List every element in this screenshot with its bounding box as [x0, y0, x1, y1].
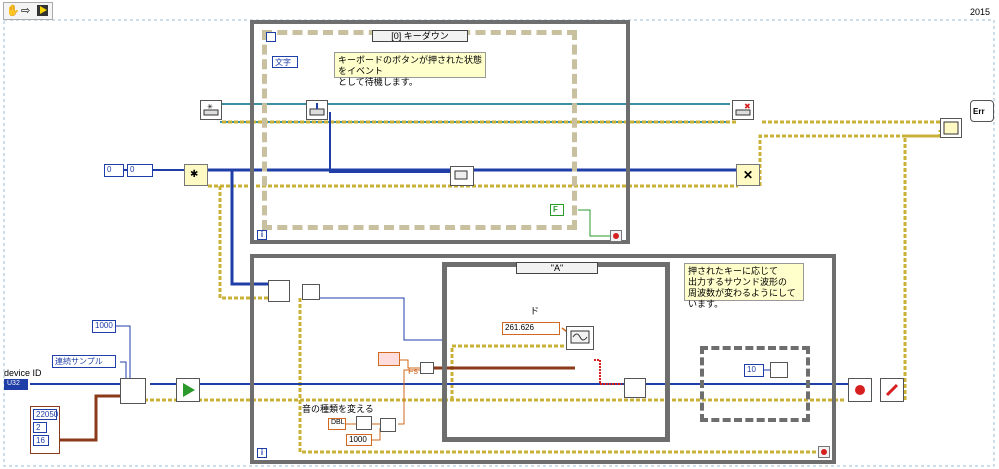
buffer-size-constant[interactable]: 1000 — [92, 320, 116, 333]
close-icon: ✖ — [735, 102, 751, 116]
sound-write-vi[interactable] — [450, 166, 474, 186]
channels-field[interactable]: 2 — [33, 422, 47, 433]
sample-rate-field[interactable]: 22050 — [33, 409, 58, 420]
sine-icon — [570, 330, 590, 344]
false-constant: F — [550, 204, 564, 216]
sound-output-stop-vi[interactable] — [848, 378, 872, 402]
fs-label: Fs — [408, 366, 418, 376]
note-frequency-constant[interactable]: 261.626 — [502, 322, 560, 335]
sine-generator-vi[interactable] — [566, 326, 594, 350]
config-icon: ✱ — [190, 169, 198, 180]
main-iteration-terminal: i — [257, 448, 267, 458]
sound-data-wire — [594, 359, 622, 385]
bits-field[interactable]: 16 — [33, 435, 49, 446]
main-while-loop[interactable] — [250, 254, 836, 464]
error-wire-case — [450, 344, 575, 400]
stop-record-icon — [855, 385, 865, 395]
toolbar: ✋ ⇨ — [3, 2, 53, 20]
buffer-wire — [112, 325, 131, 380]
mult-wire — [398, 369, 420, 425]
main-loop-stop-icon[interactable] — [818, 446, 830, 458]
error-wire-bottom — [298, 298, 822, 454]
fs-wire — [398, 359, 420, 369]
flat-sequence[interactable] — [700, 346, 810, 422]
merge-errors-vi[interactable] — [940, 118, 962, 138]
wait-ms-node[interactable] — [770, 362, 788, 378]
multiplier-constant[interactable]: 1000 — [346, 434, 372, 446]
increment-node[interactable] — [356, 416, 372, 430]
error-handler-vi[interactable]: Err — [970, 100, 994, 122]
clear-icon: ✕ — [743, 168, 753, 182]
write-icon — [454, 170, 468, 180]
merge-icon — [943, 121, 959, 135]
event-iteration-terminal: i — [257, 230, 267, 240]
event-while-loop[interactable] — [250, 20, 630, 244]
sound-output-clear-vi[interactable] — [880, 378, 904, 402]
wait-constant[interactable]: 10 — [744, 364, 764, 377]
sound-config-vi[interactable]: ✱ — [184, 164, 208, 186]
sound-read-vi[interactable] — [268, 280, 290, 302]
const-wire — [372, 428, 381, 441]
svg-text:✱: ✱ — [190, 169, 198, 180]
sample-mode-enum[interactable]: 連続サンプル — [52, 355, 116, 368]
event-loop-stop-icon[interactable] — [610, 230, 622, 242]
error-icon: Err — [973, 107, 985, 116]
main-case-selector[interactable]: "A" — [516, 262, 598, 274]
mode-wire — [120, 361, 127, 380]
keyboard-init-icon: ✳ — [203, 103, 219, 116]
sound-output-config-vi[interactable] — [120, 378, 146, 404]
keyboard-close-vi[interactable]: ✖ — [732, 100, 754, 120]
svg-text:Err: Err — [973, 107, 985, 116]
sound-output-write-vi[interactable] — [624, 378, 646, 398]
multiply-node[interactable] — [380, 418, 396, 432]
selector-wire — [318, 297, 444, 341]
note-label: ド — [530, 306, 540, 316]
property-node-icon — [378, 352, 400, 366]
arrow-icon[interactable]: ⇨ — [21, 5, 31, 17]
version-label: 2015 — [970, 7, 991, 17]
svg-text:✖: ✖ — [744, 102, 751, 111]
error-wire-final — [903, 134, 940, 400]
event-data-wire — [329, 112, 455, 173]
device-wire-down — [230, 170, 268, 286]
dbl-constant[interactable]: DBL — [328, 418, 346, 430]
svg-text:✕: ✕ — [743, 168, 753, 182]
event-case-selector[interactable]: [0] キーダウン — [372, 30, 468, 42]
bundle-node[interactable] — [420, 362, 434, 374]
sound-type-label: 音の種類を変える — [302, 404, 374, 414]
hand-tool-icon[interactable]: ✋ — [6, 5, 20, 17]
event-comment: キーボードのボタンが押された状態をイベント として待機します。 — [334, 52, 486, 87]
keyboard-icon — [309, 103, 325, 116]
enum-constant-1[interactable]: 0 — [127, 164, 153, 177]
sound-clear-vi[interactable]: ✕ — [736, 164, 760, 186]
sound-output-start-vi[interactable] — [176, 378, 200, 402]
error-wire-mid-right — [758, 130, 942, 186]
case-structure[interactable] — [442, 262, 670, 442]
svg-text:✳: ✳ — [207, 103, 213, 111]
main-comment: 押されたキーに応じて 出力するサウンド波形の 周波数が変わるようにしています。 — [684, 263, 804, 309]
play-icon — [183, 383, 195, 397]
event-data-node-icon — [266, 32, 276, 42]
index-array-node[interactable] — [302, 284, 320, 300]
format-wire — [60, 394, 130, 442]
device-id-control[interactable]: U32 — [4, 379, 28, 390]
event-char-label: 文字 — [272, 56, 298, 68]
enum-constant-0[interactable]: 0 — [104, 164, 124, 177]
keyboard-init-vi[interactable]: ✳ — [200, 100, 222, 120]
sound-format-cluster: 22050 2 16 — [30, 406, 60, 454]
device-id-label: device ID — [4, 368, 42, 378]
bool-wire — [578, 209, 612, 237]
keyboard-acquire-vi[interactable] — [306, 100, 328, 120]
run-highlight-icon[interactable] — [37, 5, 48, 16]
eraser-icon — [885, 383, 899, 397]
